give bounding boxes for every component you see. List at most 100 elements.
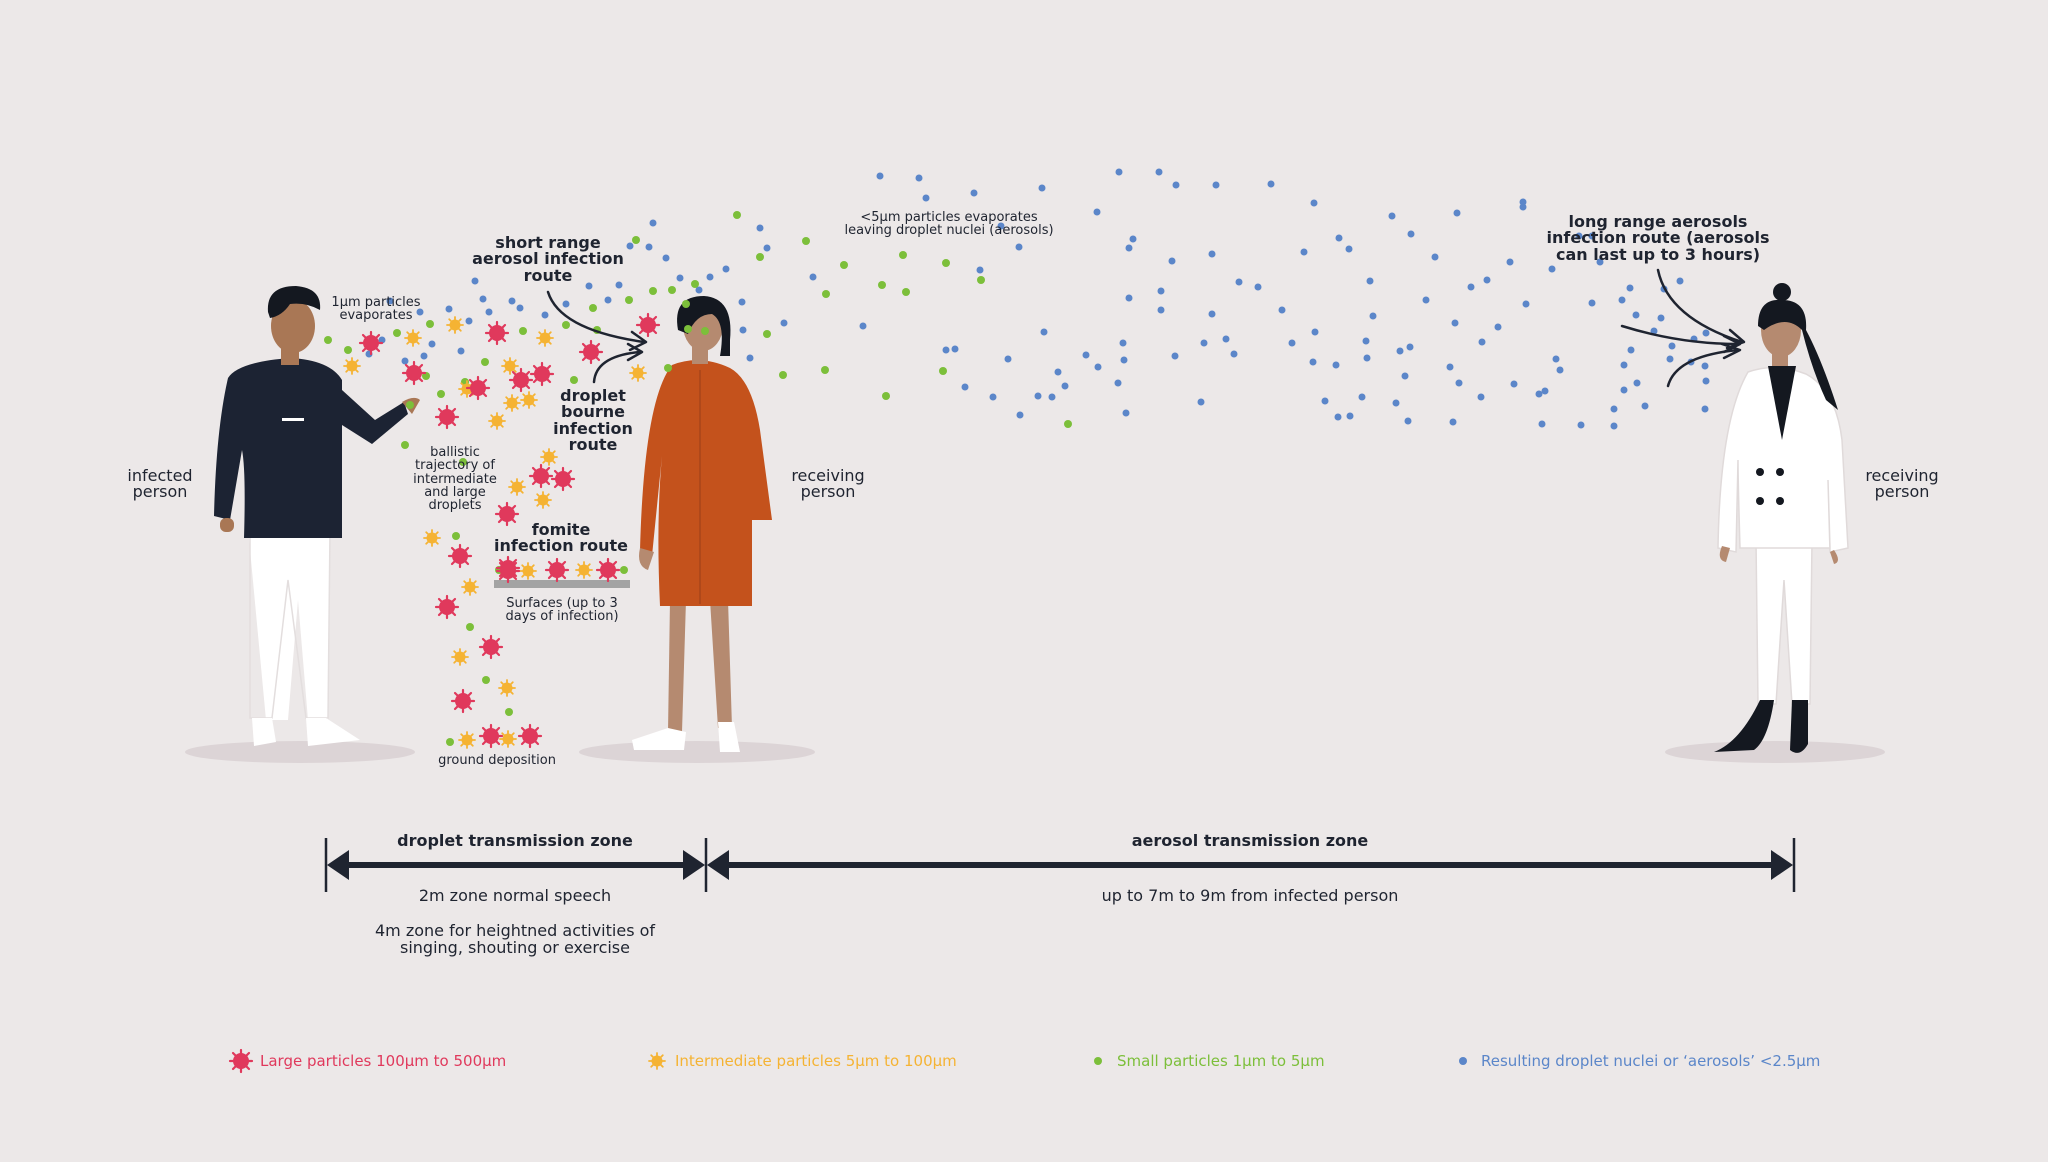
aerosol-particle — [1506, 258, 1514, 266]
aerosol-particle — [1626, 284, 1634, 292]
small-particle — [1064, 420, 1072, 428]
aerosol-particle — [1701, 362, 1709, 370]
legend-small-label: Small particles 1µm to 5µm — [1117, 1052, 1325, 1070]
short-range-arrow — [546, 290, 646, 344]
route-arrows — [546, 268, 1746, 388]
aerosol-particle — [1038, 184, 1046, 192]
intermediate-particle — [451, 648, 469, 666]
aerosol-particle — [1300, 248, 1308, 256]
small-particle — [519, 327, 527, 335]
aerosol-particle — [706, 273, 714, 281]
aerosol-particle — [1519, 203, 1527, 211]
aerosol-particle — [1588, 232, 1596, 240]
intermediate-particle — [508, 478, 526, 496]
aerosol-particle — [1115, 168, 1123, 176]
aerosol-particle — [1230, 350, 1238, 358]
aerosol-particle — [1620, 386, 1628, 394]
virus-icon — [228, 1048, 254, 1074]
aerosol-particle — [428, 340, 436, 348]
aerosol-particle — [1321, 397, 1329, 405]
aerosol-particle — [1596, 258, 1604, 266]
aerosol-particle — [1015, 243, 1023, 251]
aerosol-particle — [1610, 405, 1618, 413]
aerosol-particle — [615, 281, 623, 289]
aerosol-particle — [1588, 299, 1596, 307]
aerosol-particle — [1392, 399, 1400, 407]
aerosol-particle — [585, 282, 593, 290]
small-particle — [840, 261, 848, 269]
large-particle — [528, 463, 554, 489]
sun-particle-icon — [648, 1052, 666, 1070]
aerosol-particle — [1449, 418, 1457, 426]
aerosol-particle — [1627, 346, 1635, 354]
legend-large: Large particles 100µm to 500µm — [260, 1052, 506, 1070]
long-range-label: long range aerosols infection route (aer… — [1546, 212, 1770, 264]
aerosol-particle — [1401, 372, 1409, 380]
receiving-person-near-label: receiving person — [791, 466, 865, 502]
floor-shadow — [185, 741, 415, 763]
legend-large-label: Large particles 100µm to 500µm — [260, 1052, 507, 1070]
intermediate-particle — [503, 394, 521, 412]
aerosol-particle — [1235, 278, 1243, 286]
aerosol-particle — [1114, 379, 1122, 387]
aerosol-particle — [1122, 409, 1130, 417]
short-range-label: short range aerosol infection route — [472, 233, 624, 285]
aerosol-particle — [876, 172, 884, 180]
aerosol-particle — [386, 297, 394, 305]
large-particle — [484, 320, 510, 346]
aerosol-particle — [1610, 422, 1618, 430]
aerosol-particle — [649, 219, 657, 227]
aerosol-particle — [989, 393, 997, 401]
aerosol-particle — [1034, 392, 1042, 400]
aerosol-particle — [1641, 402, 1649, 410]
receiving-person-near-figure — [632, 296, 772, 752]
aerosol-particle — [970, 189, 978, 197]
large-particle — [401, 360, 427, 386]
infected-person-label: infected person — [127, 466, 193, 502]
large-particle — [450, 688, 476, 714]
aerosol-particle — [1577, 421, 1585, 429]
aerosol-zone-title: aerosol transmission zone — [1131, 831, 1369, 850]
aerosol-particle — [1633, 379, 1641, 387]
small-particle — [682, 300, 690, 308]
small-particle — [902, 288, 910, 296]
aerosol-particle — [1510, 380, 1518, 388]
aerosol-particle — [1254, 283, 1262, 291]
aerosol-particle — [479, 295, 487, 303]
small-particle — [344, 346, 352, 354]
small-particle — [733, 211, 741, 219]
aerosol-particle — [961, 383, 969, 391]
droplet-zone-line1: 2m zone normal speech — [418, 886, 612, 905]
aerosol-particle — [1446, 363, 1454, 371]
aerosol-particle — [859, 322, 867, 330]
intermediate-particle — [423, 529, 441, 547]
large-particle — [578, 339, 604, 365]
aerosol-particle — [1016, 411, 1024, 419]
aerosol-particle — [1004, 355, 1012, 363]
aerosol-particle — [562, 300, 570, 308]
legend-aerosol-label: Resulting droplet nuclei or ‘aerosols’ <… — [1481, 1052, 1821, 1070]
small-particle — [632, 236, 640, 244]
aerosol-particle — [1310, 199, 1318, 207]
aerosol-particle — [1120, 356, 1128, 364]
small-particle — [684, 325, 692, 333]
small-particle — [664, 364, 672, 372]
small-particle — [821, 366, 829, 374]
aerosol-particle — [645, 243, 653, 251]
aerosol-particle — [746, 354, 754, 362]
aerosol-particle — [1082, 351, 1090, 359]
small-particle — [466, 623, 474, 631]
aerosol-particle — [465, 317, 473, 325]
aerosol-particle — [1157, 306, 1165, 314]
ground-deposition-label: ground deposition — [438, 753, 556, 768]
aerosol-particle — [1548, 265, 1556, 273]
aerosol-particle — [1208, 310, 1216, 318]
aerosol-particle — [1618, 296, 1626, 304]
intermediate-particle — [498, 679, 516, 697]
droplet-zone-line2: 4m zone for heightned activities of sing… — [374, 921, 656, 957]
aerosol-particle — [1477, 393, 1485, 401]
aerosol-particle — [1575, 232, 1583, 240]
aerosol-particle — [1657, 314, 1665, 322]
aerosol-particle — [1522, 300, 1530, 308]
